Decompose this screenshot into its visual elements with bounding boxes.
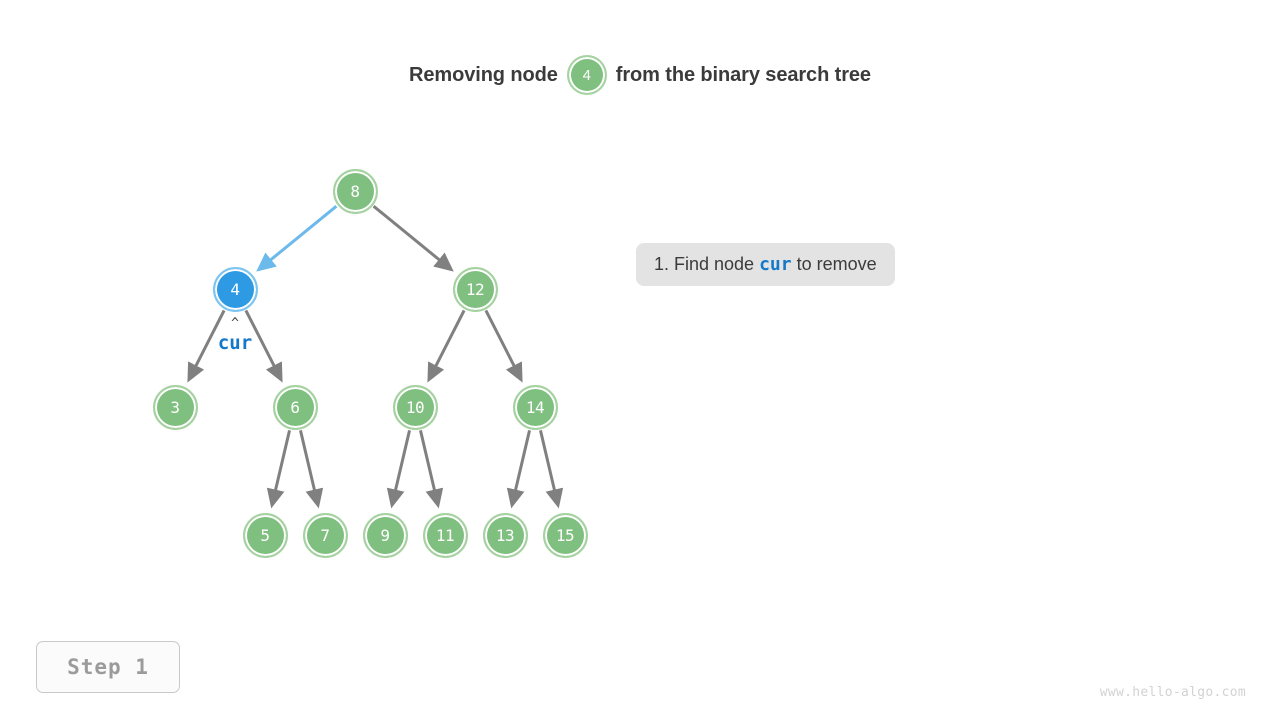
tree-edge xyxy=(372,205,454,272)
title-prefix: Removing node xyxy=(409,63,558,86)
title-suffix: from the binary search tree xyxy=(615,63,871,86)
tree-edge xyxy=(484,309,523,383)
tree-node-6[interactable]: 6 xyxy=(272,384,318,430)
tree-node-3[interactable]: 3 xyxy=(152,384,198,430)
info-suffix: to remove xyxy=(796,254,877,274)
tree-edge xyxy=(506,430,531,509)
tree-node-12[interactable]: 12 xyxy=(452,266,498,312)
tree-edge xyxy=(266,430,291,509)
tree-edge xyxy=(386,430,411,509)
info-prefix: 1. Find node xyxy=(654,254,755,274)
tree-edge xyxy=(256,205,338,272)
info-accent-cur: cur xyxy=(759,254,792,275)
title-node-badge: 4 xyxy=(566,55,607,95)
tree-node-15[interactable]: 15 xyxy=(542,512,588,558)
tree-node-7[interactable]: 7 xyxy=(302,512,348,558)
cur-pointer-label: cur xyxy=(217,332,253,354)
watermark: www.hello-algo.com xyxy=(1099,685,1246,700)
tree-edge xyxy=(419,430,444,509)
tree-edge xyxy=(539,430,564,509)
tree-node-13[interactable]: 13 xyxy=(482,512,528,558)
tree-node-14[interactable]: 14 xyxy=(512,384,558,430)
tree-node-11[interactable]: 11 xyxy=(422,512,468,558)
tree-node-5[interactable]: 5 xyxy=(242,512,288,558)
tree-node-4[interactable]: 4 xyxy=(212,266,258,312)
tree-node-9[interactable]: 9 xyxy=(362,512,408,558)
step-description-box: 1. Find node cur to remove xyxy=(636,243,895,286)
tree-edge-layer xyxy=(187,205,564,509)
page-title: Removing node 4 from the binary search t… xyxy=(0,55,1280,95)
tree-node-8[interactable]: 8 xyxy=(332,168,378,214)
tree-edge xyxy=(427,309,466,383)
cur-pointer-annotation: ^ cur xyxy=(217,316,253,354)
tree-node-10[interactable]: 10 xyxy=(392,384,438,430)
caret-up-icon: ^ xyxy=(231,316,239,331)
step-badge: Step 1 xyxy=(36,641,180,693)
tree-edge xyxy=(299,430,324,509)
